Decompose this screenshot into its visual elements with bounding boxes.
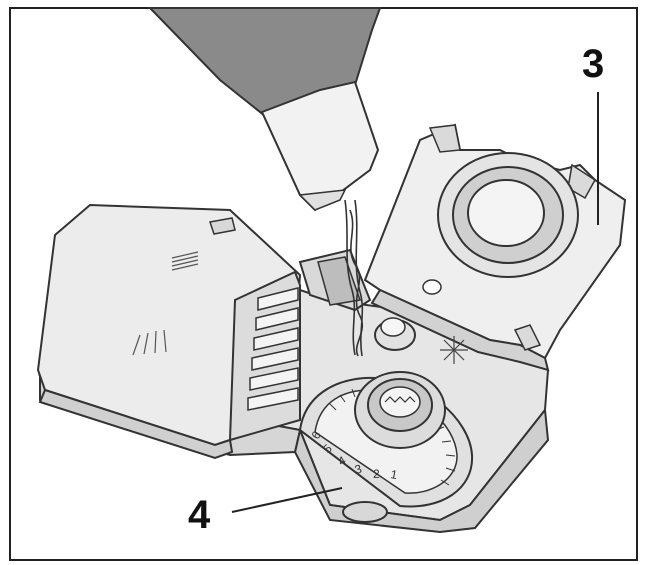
scale-number: 2: [373, 467, 380, 481]
callout-label-lid: 3: [582, 42, 604, 86]
rinse-aid-lid: [363, 123, 627, 372]
lid-hole: [422, 279, 442, 295]
liquid-stream: [344, 199, 364, 357]
callout-line-dial: [231, 487, 343, 513]
callout-label-dial: 4: [188, 493, 211, 537]
sun-icon: [440, 336, 468, 364]
rinse-aid-bottle: [147, 7, 382, 212]
scale-number: 3: [353, 462, 363, 477]
scale-number: 1: [389, 467, 398, 482]
detergent-cover: [36, 203, 302, 460]
dosage-dial: 6 5 4 3 2 1: [298, 371, 474, 508]
